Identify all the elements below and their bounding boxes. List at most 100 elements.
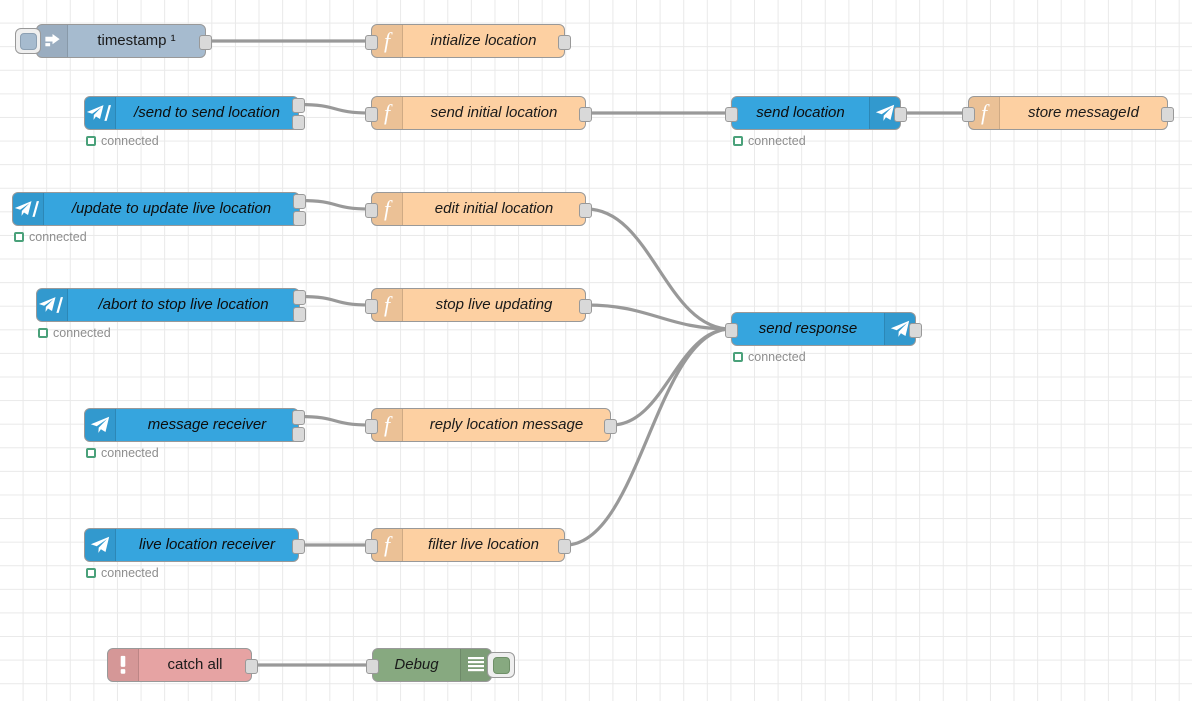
- node-fn-reply-location-message[interactable]: f reply location message: [365, 408, 617, 442]
- status-indicator-icon: [38, 328, 48, 338]
- node-status: connected: [38, 326, 111, 340]
- input-port[interactable]: [365, 538, 378, 554]
- node-label: timestamp ¹: [97, 32, 176, 49]
- node-label: send initial location: [430, 104, 558, 121]
- output-port-1[interactable]: [199, 34, 212, 50]
- node-fn-intialize-location[interactable]: f intialize location: [365, 24, 571, 58]
- output-port-2[interactable]: [292, 115, 305, 130]
- node-label: send response: [758, 320, 858, 337]
- output-port-1[interactable]: [245, 658, 258, 674]
- svg-text:f: f: [981, 101, 990, 125]
- node-tg-send-command[interactable]: /send to send location: [84, 96, 305, 130]
- inject-trigger-button[interactable]: [15, 28, 41, 54]
- svg-text:f: f: [384, 101, 393, 125]
- output-port-2[interactable]: [293, 211, 306, 226]
- svg-text:f: f: [384, 29, 393, 53]
- debug-toggle-button[interactable]: [487, 652, 515, 678]
- telegram-command-icon: [13, 193, 44, 225]
- node-label: intialize location: [430, 32, 537, 49]
- node-tg-abort-command[interactable]: /abort to stop live location: [36, 288, 306, 322]
- node-label: edit initial location: [434, 200, 554, 217]
- output-port-1[interactable]: [579, 106, 592, 122]
- status-indicator-icon: [86, 568, 96, 578]
- input-port[interactable]: [962, 106, 975, 122]
- node-label: reply location message: [429, 416, 584, 433]
- output-port-1[interactable]: [894, 106, 907, 122]
- output-port-1[interactable]: [579, 202, 592, 218]
- node-tg-live-location-receiver[interactable]: live location receiver: [84, 528, 305, 562]
- output-port-1[interactable]: [293, 194, 306, 209]
- svg-text:f: f: [384, 533, 393, 557]
- node-label: /abort to stop live location: [98, 296, 269, 313]
- wire-fn-reply-location-message-to-tg-send-response[interactable]: [609, 327, 733, 427]
- node-debug-node[interactable]: Debug: [366, 648, 515, 682]
- output-port-1[interactable]: [579, 298, 592, 314]
- output-port-1[interactable]: [292, 538, 305, 554]
- output-port-1[interactable]: [1161, 106, 1174, 122]
- wire-tg-send-command-to-fn-send-initial-location[interactable]: [297, 102, 373, 115]
- node-tg-send-response[interactable]: send response: [725, 312, 922, 346]
- node-label: message receiver: [147, 416, 267, 433]
- node-fn-filter-live-location[interactable]: f filter live location: [365, 528, 571, 562]
- node-label: filter live location: [428, 536, 539, 553]
- node-tg-update-command[interactable]: /update to update live location: [12, 192, 306, 226]
- svg-text:f: f: [384, 413, 393, 437]
- output-port-1[interactable]: [292, 98, 305, 113]
- function-f-icon: f: [372, 97, 403, 129]
- input-port[interactable]: [725, 322, 738, 338]
- node-status: connected: [86, 566, 159, 580]
- wire-fn-stop-live-updating-to-tg-send-response[interactable]: [584, 303, 733, 331]
- input-port[interactable]: [365, 298, 378, 314]
- svg-text:f: f: [384, 197, 393, 221]
- output-port-1[interactable]: [558, 34, 571, 50]
- output-port-1[interactable]: [558, 538, 571, 554]
- node-fn-send-initial-location[interactable]: f send initial location: [365, 96, 592, 130]
- node-catch-all[interactable]: catch all: [107, 648, 258, 682]
- node-status: connected: [14, 230, 87, 244]
- node-status: connected: [733, 350, 806, 364]
- node-tg-message-receiver[interactable]: message receiver: [84, 408, 305, 442]
- output-port-1[interactable]: [604, 418, 617, 434]
- input-port[interactable]: [365, 106, 378, 122]
- status-label: connected: [101, 446, 159, 460]
- input-port[interactable]: [365, 418, 378, 434]
- output-port-1[interactable]: [292, 410, 305, 425]
- output-port-2[interactable]: [292, 427, 305, 442]
- status-label: connected: [748, 134, 806, 148]
- status-label: connected: [101, 566, 159, 580]
- status-indicator-icon: [86, 136, 96, 146]
- status-label: connected: [101, 134, 159, 148]
- output-port-1[interactable]: [293, 290, 306, 305]
- node-label: live location receiver: [139, 536, 275, 553]
- input-port[interactable]: [365, 202, 378, 218]
- status-indicator-icon: [86, 448, 96, 458]
- node-label: /send to send location: [134, 104, 280, 121]
- input-port[interactable]: [366, 658, 379, 674]
- telegram-icon: [85, 529, 116, 561]
- input-port[interactable]: [365, 34, 378, 50]
- node-status: connected: [733, 134, 806, 148]
- node-label: Debug: [394, 656, 439, 673]
- node-inject-timestamp[interactable]: timestamp ¹: [15, 24, 212, 58]
- telegram-icon: [85, 409, 116, 441]
- input-port[interactable]: [725, 106, 738, 122]
- output-port-1[interactable]: [909, 322, 922, 338]
- node-status: connected: [86, 446, 159, 460]
- status-indicator-icon: [733, 136, 743, 146]
- wire-tg-abort-command-to-fn-stop-live-updating[interactable]: [298, 294, 373, 307]
- node-fn-edit-initial-location[interactable]: f edit initial location: [365, 192, 592, 226]
- status-indicator-icon: [733, 352, 743, 362]
- wire-tg-update-command-to-fn-edit-initial-location[interactable]: [298, 198, 373, 211]
- node-label: send location: [756, 104, 845, 121]
- node-label: stop live updating: [435, 296, 553, 313]
- node-tg-send-location[interactable]: send location: [725, 96, 907, 130]
- wire-tg-message-receiver-to-fn-reply-location-message[interactable]: [297, 414, 373, 427]
- telegram-command-icon: [37, 289, 68, 321]
- output-port-2[interactable]: [293, 307, 306, 322]
- wire-fn-edit-initial-location-to-tg-send-response[interactable]: [584, 207, 733, 331]
- node-label: catch all: [167, 656, 223, 673]
- node-status: connected: [86, 134, 159, 148]
